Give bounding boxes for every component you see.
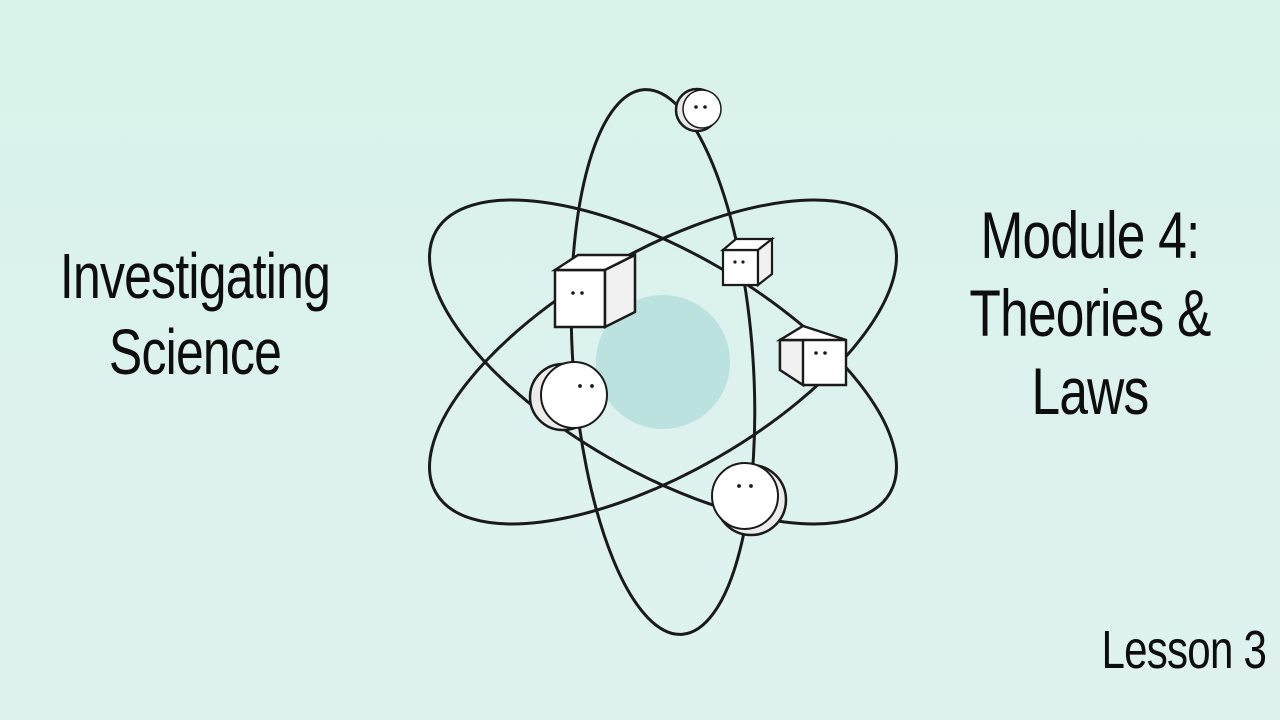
particle-sphere-bottom [711,462,788,537]
course-title-line-1: Investigating [59,240,331,312]
course-title: Investigating Science [59,238,332,390]
module-title: Module 4: Theories & Laws [965,196,1215,430]
nucleus [596,295,730,429]
particle-cube-medium [775,324,848,388]
particle-cube-small [719,236,776,288]
module-title-line-2: Theories & [969,276,1211,350]
atom-icon [428,87,898,636]
module-title-line-1: Module 4: [980,198,1200,272]
lesson-label: Lesson 3 [1101,620,1266,680]
particle-sphere-left [528,361,608,432]
particle-cube-large [550,252,637,330]
particle-sphere-top [674,87,722,133]
course-title-line-2: Science [108,316,282,388]
orbit-diagonal-1 [428,198,898,526]
module-title-line-3: Laws [1031,354,1149,428]
